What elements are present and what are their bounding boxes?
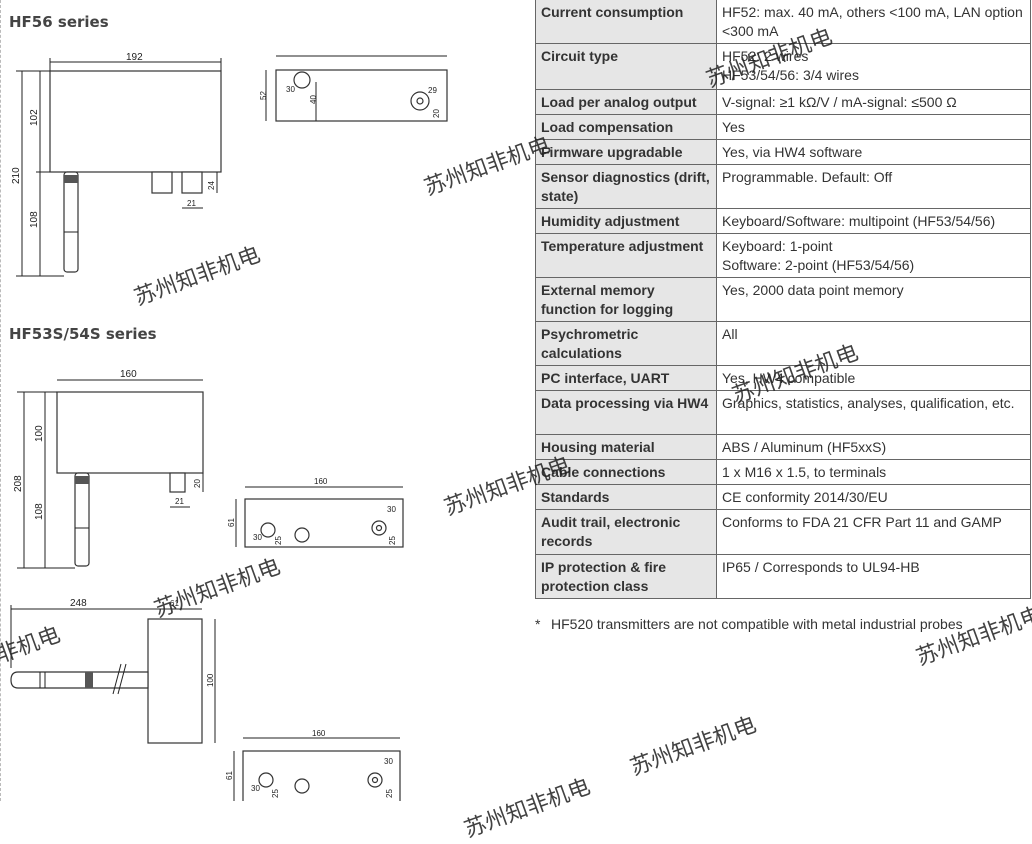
hf53s-side-gland-x: 30 [387, 505, 396, 514]
hf53s-side-gland-y: 25 [388, 536, 397, 545]
spec-label: Firmware upgradable [535, 139, 717, 165]
spec-row: Sensor diagnostics (drift, state)Program… [535, 164, 1031, 209]
spec-label: Circuit type [535, 43, 717, 90]
spec-value: All [716, 321, 1031, 366]
spec-value: HF52: max. 40 mA, others <100 mA, LAN op… [716, 0, 1031, 44]
hf56-side-height: 52 [259, 91, 268, 100]
spec-label: Housing material [535, 434, 717, 460]
hf53s-height-total: 208 [13, 475, 24, 492]
spec-label: Humidity adjustment [535, 208, 717, 234]
spec-label: Load compensation [535, 114, 717, 140]
hf56-gland-height: 24 [207, 181, 216, 190]
hf53s-title: HF53S/54S series [9, 325, 157, 343]
hf53s-gland-width: 21 [175, 497, 184, 506]
footnote-text: HF520 transmitters are not compatible wi… [551, 616, 963, 632]
hf56-side-view: 52 30 40 29 20 [259, 55, 448, 122]
hf56-side-hole-y: 40 [309, 95, 318, 104]
hf53s-width: 160 [120, 369, 137, 380]
spec-value: Yes, via HW4 software [716, 139, 1031, 165]
footnote-marker: * [535, 616, 541, 632]
hf53s-side-height: 61 [227, 518, 236, 527]
spec-value: Yes, 2000 data point memory [716, 277, 1031, 322]
spec-label: Temperature adjustment [535, 233, 717, 278]
spec-label: Standards [535, 484, 717, 510]
spec-label: Current consumption [535, 0, 717, 44]
hf56-height-housing: 102 [29, 109, 40, 126]
hf56-height-total: 210 [11, 167, 22, 184]
hf53s-height-probe: 108 [34, 503, 45, 520]
spec-value: Programmable. Default: Off [716, 164, 1031, 209]
spec-value: HF52: 2 wires HF53/54/56: 3/4 wires [716, 43, 1031, 90]
spec-label: Load per analog output [535, 89, 717, 115]
spec-value: Graphics, statistics, analyses, qualific… [716, 390, 1031, 435]
duct-side-width: 160 [312, 729, 326, 738]
duct-side-view: 160 61 30 25 30 25 [225, 729, 401, 801]
duct-housing-depth: 61 [170, 599, 179, 608]
spec-value: ABS / Aluminum (HF5xxS) [716, 434, 1031, 460]
spec-label: Audit trail, electronic records [535, 509, 717, 555]
spec-label: Data processing via HW4 [535, 390, 717, 435]
spec-label: External memory function for logging [535, 277, 717, 322]
spec-value: Yes, HW4 compatible [716, 365, 1031, 391]
hf53s-height-housing: 100 [34, 425, 45, 442]
spec-value: CE conformity 2014/30/EU [716, 484, 1031, 510]
spec-label: PC interface, UART [535, 365, 717, 391]
spec-label: IP protection & fire protection class [535, 554, 717, 599]
hf53s-gland-height: 20 [193, 479, 202, 488]
dimension-drawings: HF56 series 192 210 102 108 24 21 52 30 … [9, 13, 448, 801]
hf56-side-gland-y: 20 [432, 109, 441, 118]
duct-side-gland-y: 25 [385, 789, 394, 798]
duct-side-gland-x: 30 [384, 757, 393, 766]
spec-label: Cable connections [535, 459, 717, 485]
hf56-gland-width: 21 [187, 199, 196, 208]
hf53s-side-hole-y: 25 [274, 536, 283, 545]
spec-value: Keyboard: 1-point Software: 2-point (HF5… [716, 233, 1031, 278]
spec-value: V-signal: ≥1 kΩ/V / mA-signal: ≤500 Ω [716, 89, 1031, 115]
spec-value: Conforms to FDA 21 CFR Part 11 and GAMP [716, 509, 1031, 555]
spec-value: Keyboard/Software: multipoint (HF53/54/5… [716, 208, 1031, 234]
hf53s-side-width: 160 [314, 477, 328, 486]
hf56-front-view: 192 210 102 108 24 21 [11, 52, 222, 277]
spec-label: Sensor diagnostics (drift, state) [535, 164, 717, 209]
duct-probe-length: 248 [70, 598, 87, 609]
hf56-side-hole-x: 30 [286, 85, 295, 94]
duct-side-hole-x: 30 [251, 784, 260, 793]
hf53s-side-hole-x: 30 [253, 533, 262, 542]
footnote: * HF520 transmitters are not compatible … [535, 612, 1005, 636]
spec-value: IP65 / Corresponds to UL94-HB [716, 554, 1031, 599]
hf56-title: HF56 series [9, 13, 109, 31]
duct-side-hole-y: 25 [271, 789, 280, 798]
page-edge [0, 0, 1, 801]
hf56-width: 192 [126, 52, 143, 63]
hf56-side-gland-x: 29 [428, 86, 437, 95]
spec-value: 1 x M16 x 1.5, to terminals [716, 459, 1031, 485]
watermark: 苏州知非机电 [627, 712, 760, 782]
hf53s-front-view: 160 208 100 108 20 21 [13, 369, 204, 569]
hf56-height-probe: 108 [29, 211, 40, 228]
spec-label: Psychrometric calculations [535, 321, 717, 366]
hf53s-side-view: 160 61 30 25 30 25 [227, 477, 404, 548]
duct-side-height: 61 [225, 771, 234, 780]
spec-value: Yes [716, 114, 1031, 140]
duct-front-view: 248 61 100 [10, 598, 216, 744]
duct-housing-height: 100 [206, 673, 215, 687]
